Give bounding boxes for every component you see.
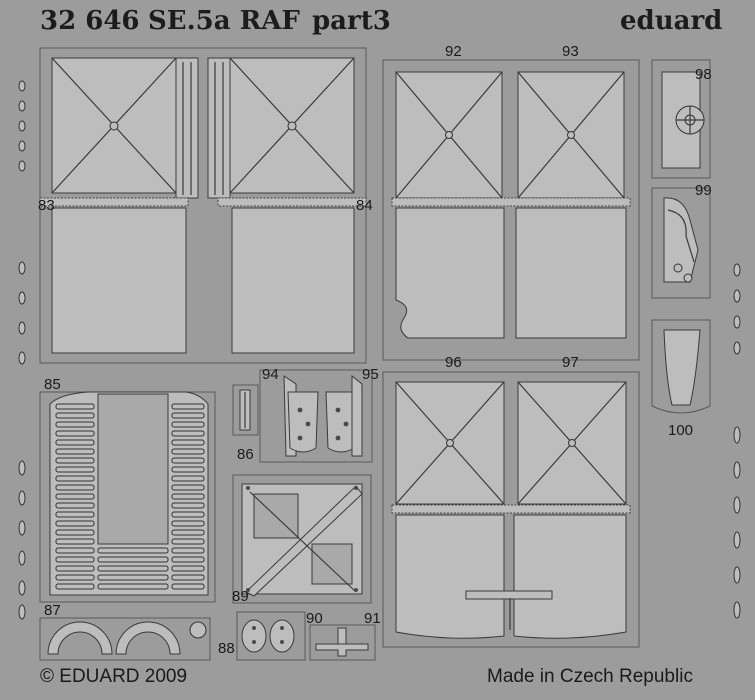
louvre-slot [171,565,205,572]
part-number-87: 87 [44,602,61,619]
louvre-slot [171,538,205,545]
louvre-slot [55,484,95,491]
louvre-slot [55,529,95,536]
part-number-90: 90 [306,610,323,627]
part-number-93: 93 [562,43,579,60]
louvre-slot [55,538,95,545]
louvre-slot [171,475,205,482]
louvre-slot [55,574,95,581]
louvre-slot [55,565,95,572]
part-number-99: 99 [695,182,712,199]
part-number-91: 91 [364,610,381,627]
kit-title: SE.5a RAF [148,6,300,36]
part-number-94: 94 [262,366,279,383]
part-number-83: 83 [38,197,55,214]
brand-name: eduard [620,6,723,36]
louvre-slot [55,412,95,419]
part-99 [651,187,711,299]
louvre-slot [171,583,205,590]
country-of-origin: Made in Czech Republic [487,666,693,687]
louvre-slot [97,565,169,572]
louvre-slot [171,403,205,410]
louvre-slot [97,574,169,581]
kit-number: 32 646 [40,6,140,36]
louvre-slot [171,448,205,455]
louvre-slot [55,583,95,590]
part-100 [651,319,711,414]
part-86 [232,384,259,436]
louvre-slot [97,556,169,563]
louvre-slot [171,430,205,437]
louvre-slot [171,421,205,428]
louvre-slot [55,502,95,509]
part-85-louvres [55,403,205,590]
part-87 [39,617,211,661]
part-number-84: 84 [356,197,373,214]
part-92-93-panels [382,59,640,361]
part-94-95 [259,369,373,463]
part-91 [309,624,376,661]
louvre-slot [55,448,95,455]
louvre-slot [171,466,205,473]
part-98 [651,59,711,179]
right-edge-markers [733,263,741,619]
louvre-slot [55,457,95,464]
part-number-88: 88 [218,640,235,657]
part-number-89: 89 [232,588,249,605]
louvre-slot [171,493,205,500]
louvre-slot [55,556,95,563]
louvre-slot [55,430,95,437]
part-number-95: 95 [362,366,379,383]
louvre-slot [55,511,95,518]
left-edge-markers [18,80,26,620]
louvre-slot [55,547,95,554]
louvre-slot [171,439,205,446]
part-number-86: 86 [237,446,254,463]
louvre-slot [55,403,95,410]
louvre-slot [171,529,205,536]
part-96-97-panels [382,371,640,648]
louvre-slot [171,520,205,527]
louvre-slot [55,466,95,473]
louvre-slot [171,511,205,518]
louvre-slot [97,547,169,554]
copyright-notice: © EDUARD 2009 [40,666,188,687]
part-number-97: 97 [562,354,579,371]
louvre-slot [55,520,95,527]
louvre-slot [171,457,205,464]
sheet-part-label: part3 [312,6,391,36]
louvre-slot [97,583,169,590]
louvre-slot [171,547,205,554]
louvre-slot [171,556,205,563]
louvre-slot [171,574,205,581]
part-number-100: 100 [668,422,694,439]
louvre-slot [55,475,95,482]
part-88-90 [236,611,306,661]
louvre-slot [55,421,95,428]
part-89 [232,474,372,604]
part-number-98: 98 [695,66,712,83]
louvre-slot [171,484,205,491]
louvre-slot [171,502,205,509]
louvre-slot [171,412,205,419]
louvre-slot [55,439,95,446]
part-83-84-panels [39,47,367,364]
part-number-96: 96 [445,354,462,371]
part-number-92: 92 [445,43,462,60]
part-number-85: 85 [44,376,61,393]
louvre-slot [55,493,95,500]
